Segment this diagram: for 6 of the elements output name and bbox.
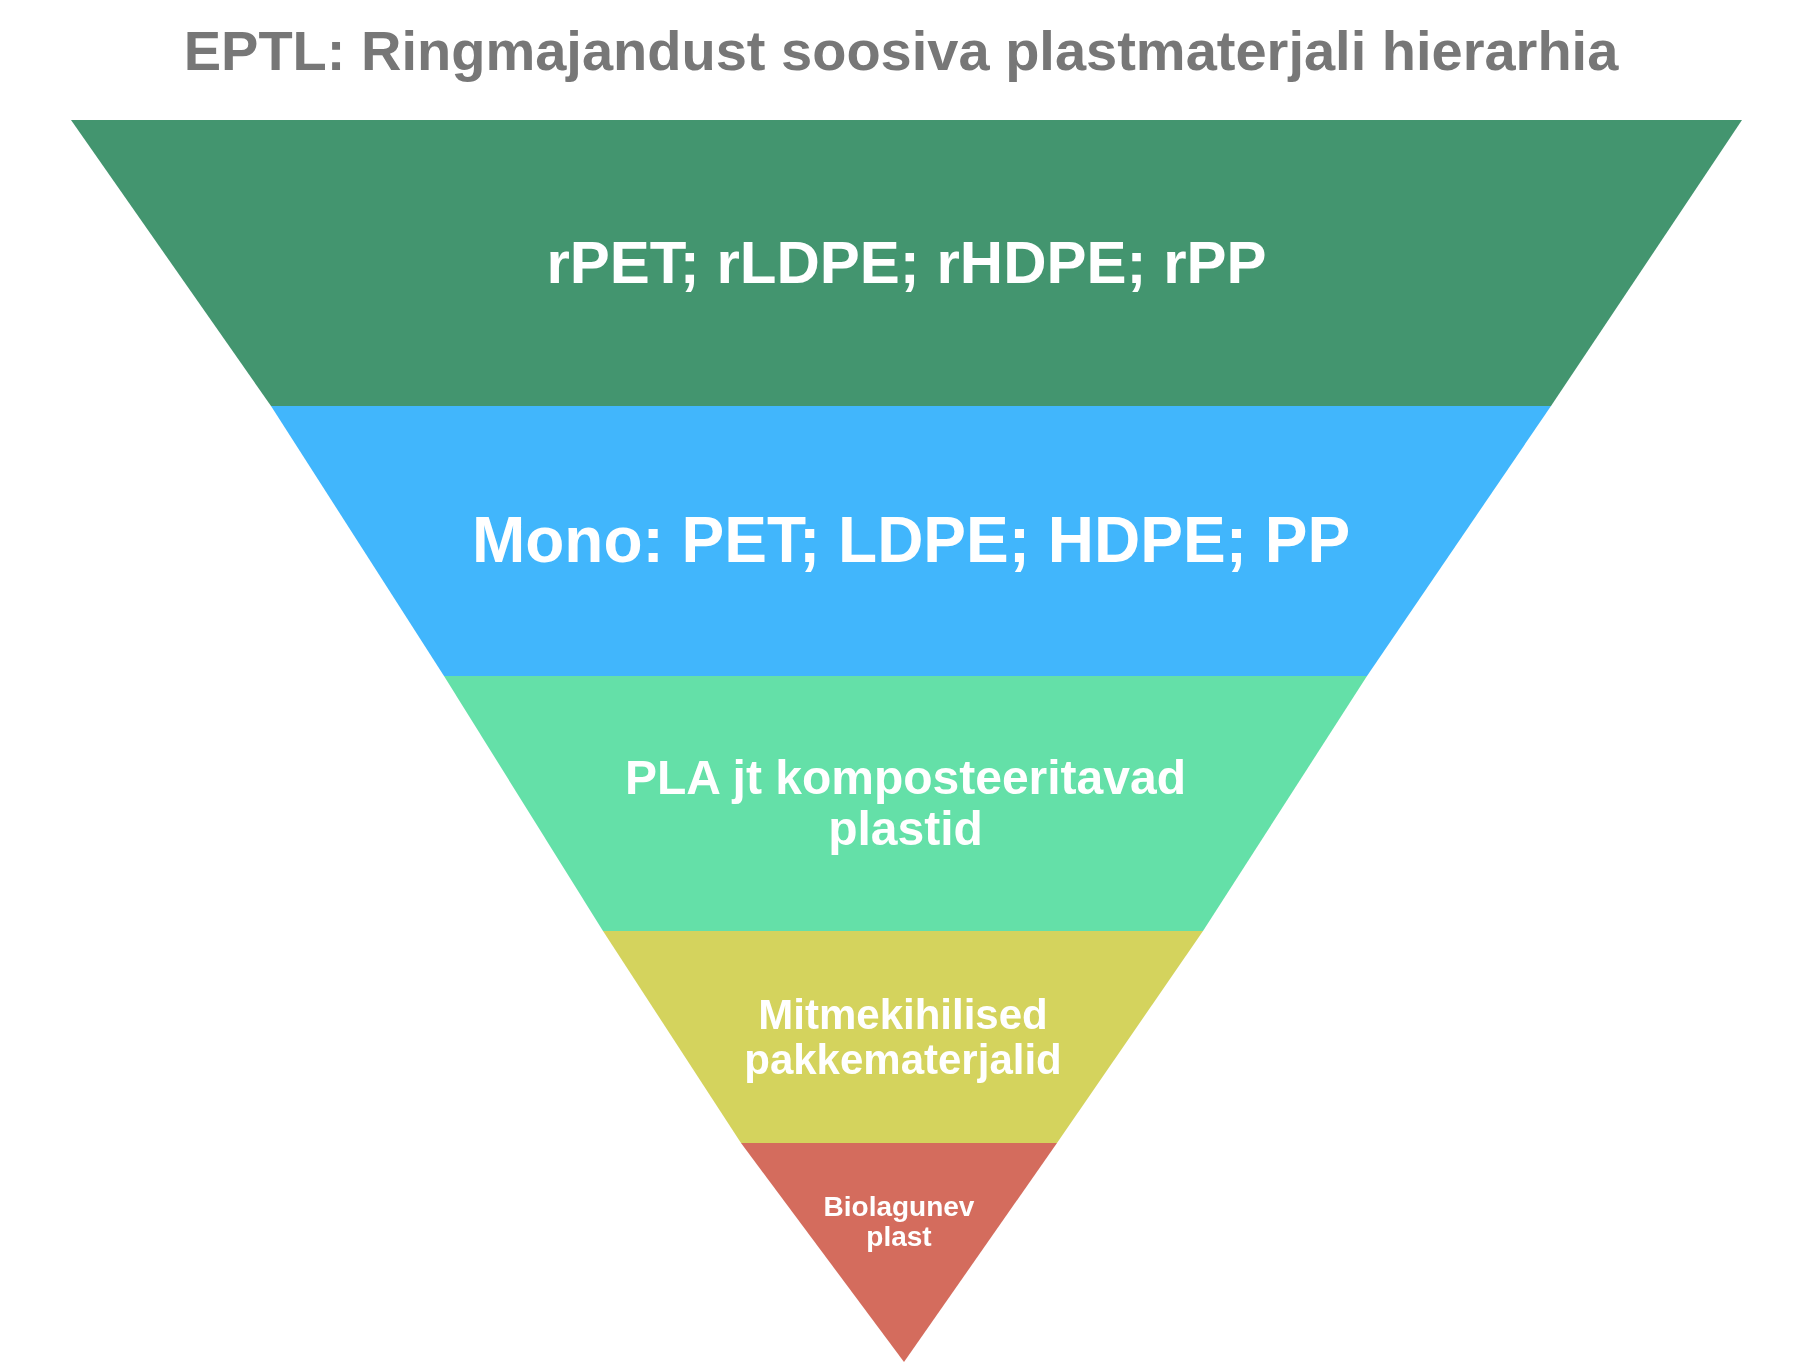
diagram-title: EPTL: Ringmajandust soosiva plastmaterjali hierarhia (182, 18, 1620, 83)
band-label: Mono: PET; LDPE; HDPE; PP (470, 506, 1352, 576)
band-label: PLA jt komposteeritavad plastid (624, 751, 1187, 856)
band-label: Biolagunev plast (822, 1191, 976, 1253)
band-label: rPET; rLDPE; rHDPE; rPP (545, 230, 1268, 296)
band-label: Mitmekihilised pakkematerjalid (743, 991, 1063, 1083)
